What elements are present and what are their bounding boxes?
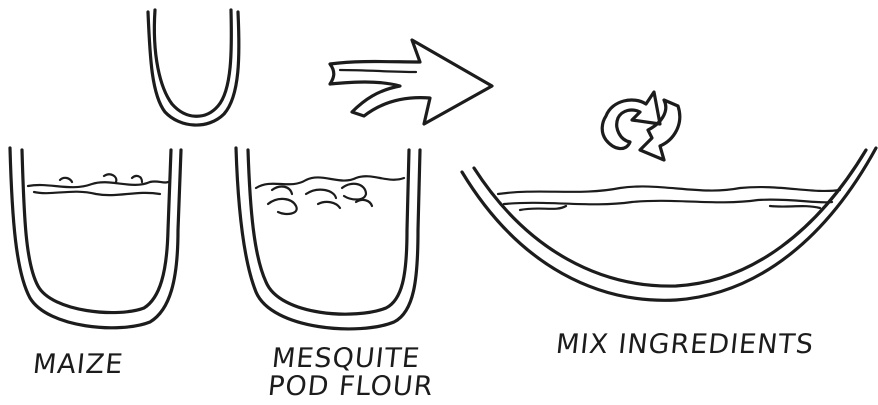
- mix-ingredients-label: MIX INGREDIENTS: [554, 330, 815, 360]
- flow-arrow-icon: [330, 40, 492, 124]
- stir-icon: [602, 92, 680, 160]
- maize-vessel: [10, 148, 181, 328]
- mesquite-contents: [256, 176, 404, 214]
- maize-contents: [28, 174, 168, 195]
- mesquite-vessel: [236, 148, 420, 329]
- mesquite-label-line1: MESQUITE: [270, 344, 421, 374]
- mixing-bowl: [462, 148, 876, 300]
- mixture-contents: [498, 186, 840, 210]
- mesquite-label-line2: POD FLOUR: [266, 372, 434, 402]
- small-vessel: [148, 10, 239, 125]
- maize-label: MAIZE: [31, 350, 124, 380]
